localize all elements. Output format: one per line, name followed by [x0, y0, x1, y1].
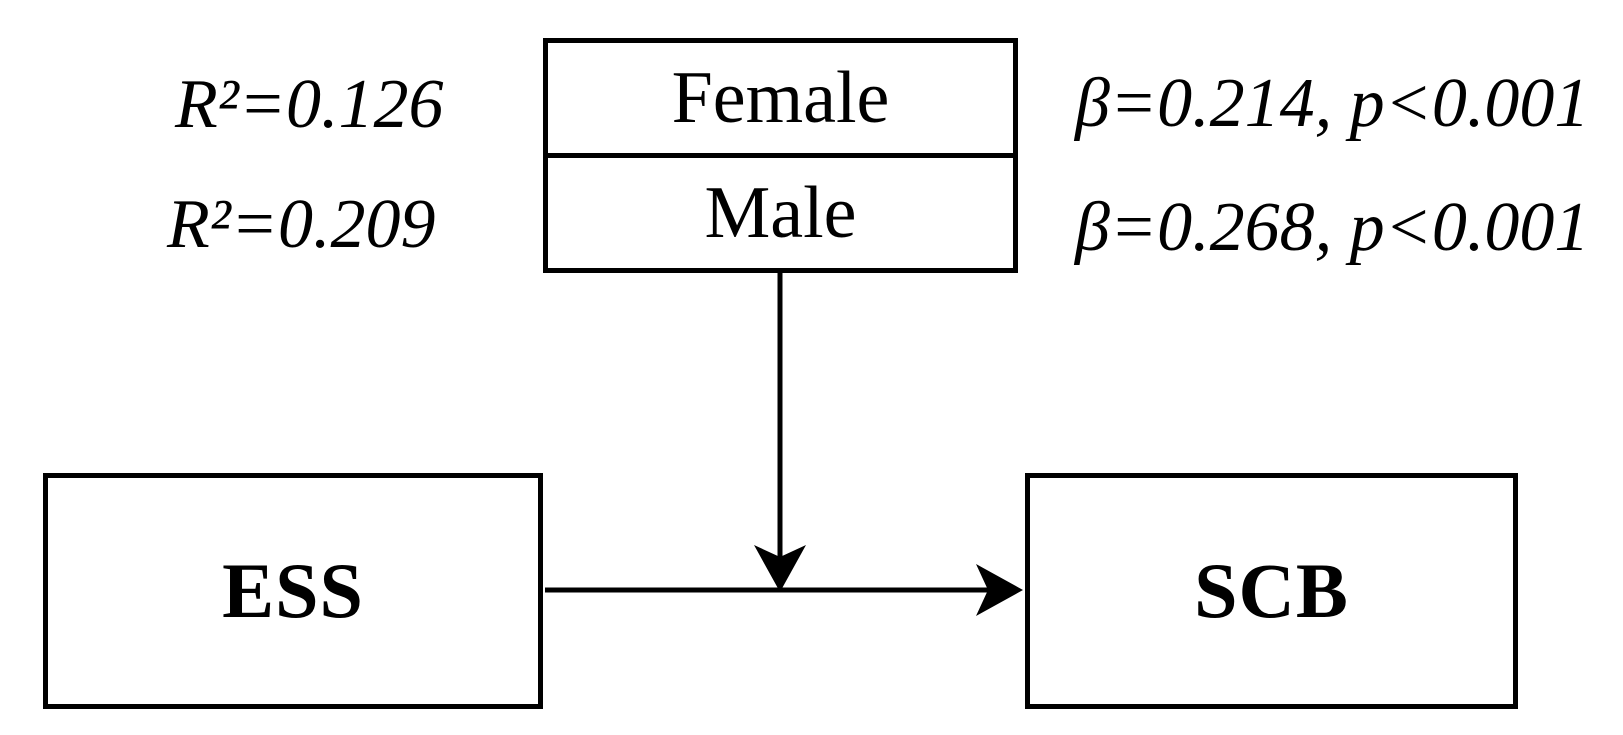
- ess-to-scb-arrowhead: [976, 564, 1023, 616]
- predictor-node: ESS: [43, 473, 543, 709]
- moderator-label-male: Male: [704, 172, 857, 254]
- moderator-row-female: Female: [548, 43, 1013, 153]
- predictor-label: ESS: [222, 547, 364, 634]
- moderator-row-male: Male: [548, 153, 1013, 268]
- r-squared-male: R²=0.209: [167, 186, 436, 263]
- beta-female: β=0.214, p<0.001: [1075, 65, 1590, 142]
- outcome-node: SCB: [1025, 473, 1518, 709]
- r-squared-female: R²=0.126: [175, 66, 444, 143]
- moderator-arrowhead: [754, 545, 806, 592]
- outcome-label: SCB: [1194, 547, 1349, 634]
- moderator-label-female: Female: [671, 57, 890, 139]
- moderator-box: Female Male: [543, 38, 1018, 273]
- beta-male: β=0.268, p<0.001: [1075, 189, 1590, 266]
